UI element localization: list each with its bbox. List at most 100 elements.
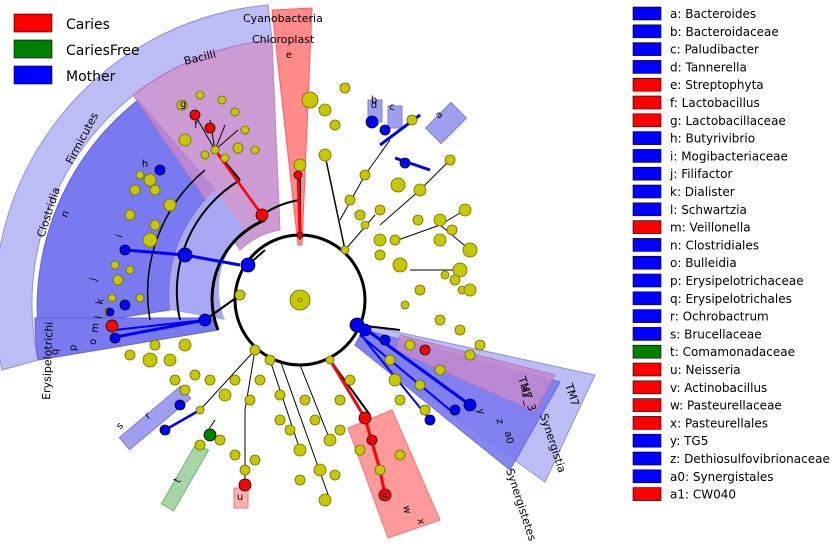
tree-node xyxy=(379,334,391,346)
tree-node xyxy=(414,284,426,296)
tree-node xyxy=(354,444,366,456)
tree-node xyxy=(217,95,227,105)
tree-node xyxy=(255,208,269,222)
taxa-legend-label: e: Streptophyta xyxy=(670,78,764,92)
tree-node xyxy=(399,157,411,169)
tree-node xyxy=(394,394,406,406)
tree-node xyxy=(463,283,477,297)
tree-node xyxy=(112,274,124,286)
tree-node xyxy=(389,234,401,246)
tree-node xyxy=(163,353,177,367)
tree-node xyxy=(239,464,251,476)
tree-node xyxy=(293,170,303,180)
label-chloroplast: Chloroplast xyxy=(252,33,315,46)
tree-node xyxy=(210,145,220,155)
clade-letter: a0 xyxy=(502,430,515,444)
tree-node xyxy=(344,194,356,206)
tree-node xyxy=(142,352,158,368)
taxa-legend-swatch xyxy=(632,273,662,288)
tree-node xyxy=(214,434,226,446)
tree-node xyxy=(419,344,431,356)
tree-node xyxy=(149,339,161,351)
taxa-legend-label: a1: CW040 xyxy=(670,488,736,502)
taxa-legend-label: f: Lactobacillus xyxy=(670,96,760,110)
tree-node xyxy=(240,257,256,273)
taxa-legend-swatch xyxy=(632,487,662,501)
tree-node xyxy=(189,109,201,121)
clade-letter: a1 xyxy=(518,384,531,398)
tree-node xyxy=(229,449,241,461)
tree-node xyxy=(293,443,307,457)
label-erysipelotrichi: Erysipelotrichi xyxy=(40,321,56,400)
taxa-legend-label: k: Dialister xyxy=(670,185,735,199)
tree-node xyxy=(339,82,351,94)
tree-node xyxy=(404,339,416,351)
clade-letter: m xyxy=(90,322,102,333)
taxa-legend-label: j: Filifactor xyxy=(669,167,732,181)
tree-node xyxy=(195,405,205,415)
tree-node xyxy=(379,124,391,136)
clade-letter: s xyxy=(114,420,125,431)
tree-node xyxy=(249,454,261,466)
sector-firmicutes xyxy=(0,4,273,371)
clade-letter: z xyxy=(494,418,506,425)
tree-node xyxy=(325,355,335,365)
clade-letter: t xyxy=(172,476,184,485)
tree-node xyxy=(452,262,468,278)
tree-node xyxy=(149,219,161,231)
taxa-legend-label: z: Dethiosulfovibrionaceae xyxy=(670,452,830,466)
tree-node xyxy=(334,424,346,436)
tree-node xyxy=(169,374,181,386)
tree-node xyxy=(358,323,372,337)
taxa-legend-swatch xyxy=(632,433,662,448)
sector-bacilli xyxy=(132,39,281,251)
tree-node xyxy=(374,249,386,261)
taxa-legend-label: r: Ochrobactrum xyxy=(670,310,769,324)
tree-node xyxy=(299,394,311,406)
taxa-legend-label: a0: Synergistales xyxy=(670,470,774,484)
tree-node xyxy=(449,274,461,286)
sector-c xyxy=(387,105,403,129)
tree-node xyxy=(374,204,386,216)
tree-node xyxy=(378,488,392,502)
tree-node xyxy=(230,107,240,117)
taxa-legend-swatch xyxy=(632,149,662,163)
taxa-legend-label: u: Neisseria xyxy=(670,363,741,377)
tree-node xyxy=(229,374,241,386)
taxa-legend-swatch xyxy=(632,166,662,181)
group-legend-label: CariesFree xyxy=(66,43,140,59)
taxa-legend-swatch xyxy=(632,344,662,359)
tree-node xyxy=(412,214,424,226)
clade-letter: g xyxy=(180,99,186,110)
tree-node xyxy=(159,424,171,436)
tree-node xyxy=(109,332,121,344)
tree-node xyxy=(449,404,461,416)
tree-node xyxy=(195,90,205,100)
taxa-legend-label: o: Bulleidia xyxy=(670,256,737,270)
tree-node xyxy=(177,247,193,263)
taxa-legend-label: n: Clostridiales xyxy=(670,238,759,252)
tree-node xyxy=(374,464,386,476)
tree-node xyxy=(392,257,408,273)
sector-cyanobacteria xyxy=(271,7,313,246)
clade-letter: b xyxy=(371,95,377,106)
tree-node xyxy=(174,399,186,411)
tree-node xyxy=(444,154,456,166)
tree-node xyxy=(358,411,372,425)
tree-node xyxy=(284,424,296,436)
taxa-legend-swatch xyxy=(632,291,662,306)
tree-node xyxy=(433,213,447,227)
tree-node xyxy=(176,99,188,111)
sector-tm7 xyxy=(394,334,556,413)
clade-letter: w xyxy=(400,505,412,515)
tree-node xyxy=(220,153,230,163)
tree-node xyxy=(318,148,332,162)
tree-node xyxy=(218,388,232,402)
group-legend-swatch xyxy=(13,65,53,85)
tree-node xyxy=(440,270,450,280)
taxa-legend-swatch xyxy=(632,184,662,199)
taxa-legend-swatch xyxy=(632,309,662,323)
clade-letter: f xyxy=(194,120,198,131)
